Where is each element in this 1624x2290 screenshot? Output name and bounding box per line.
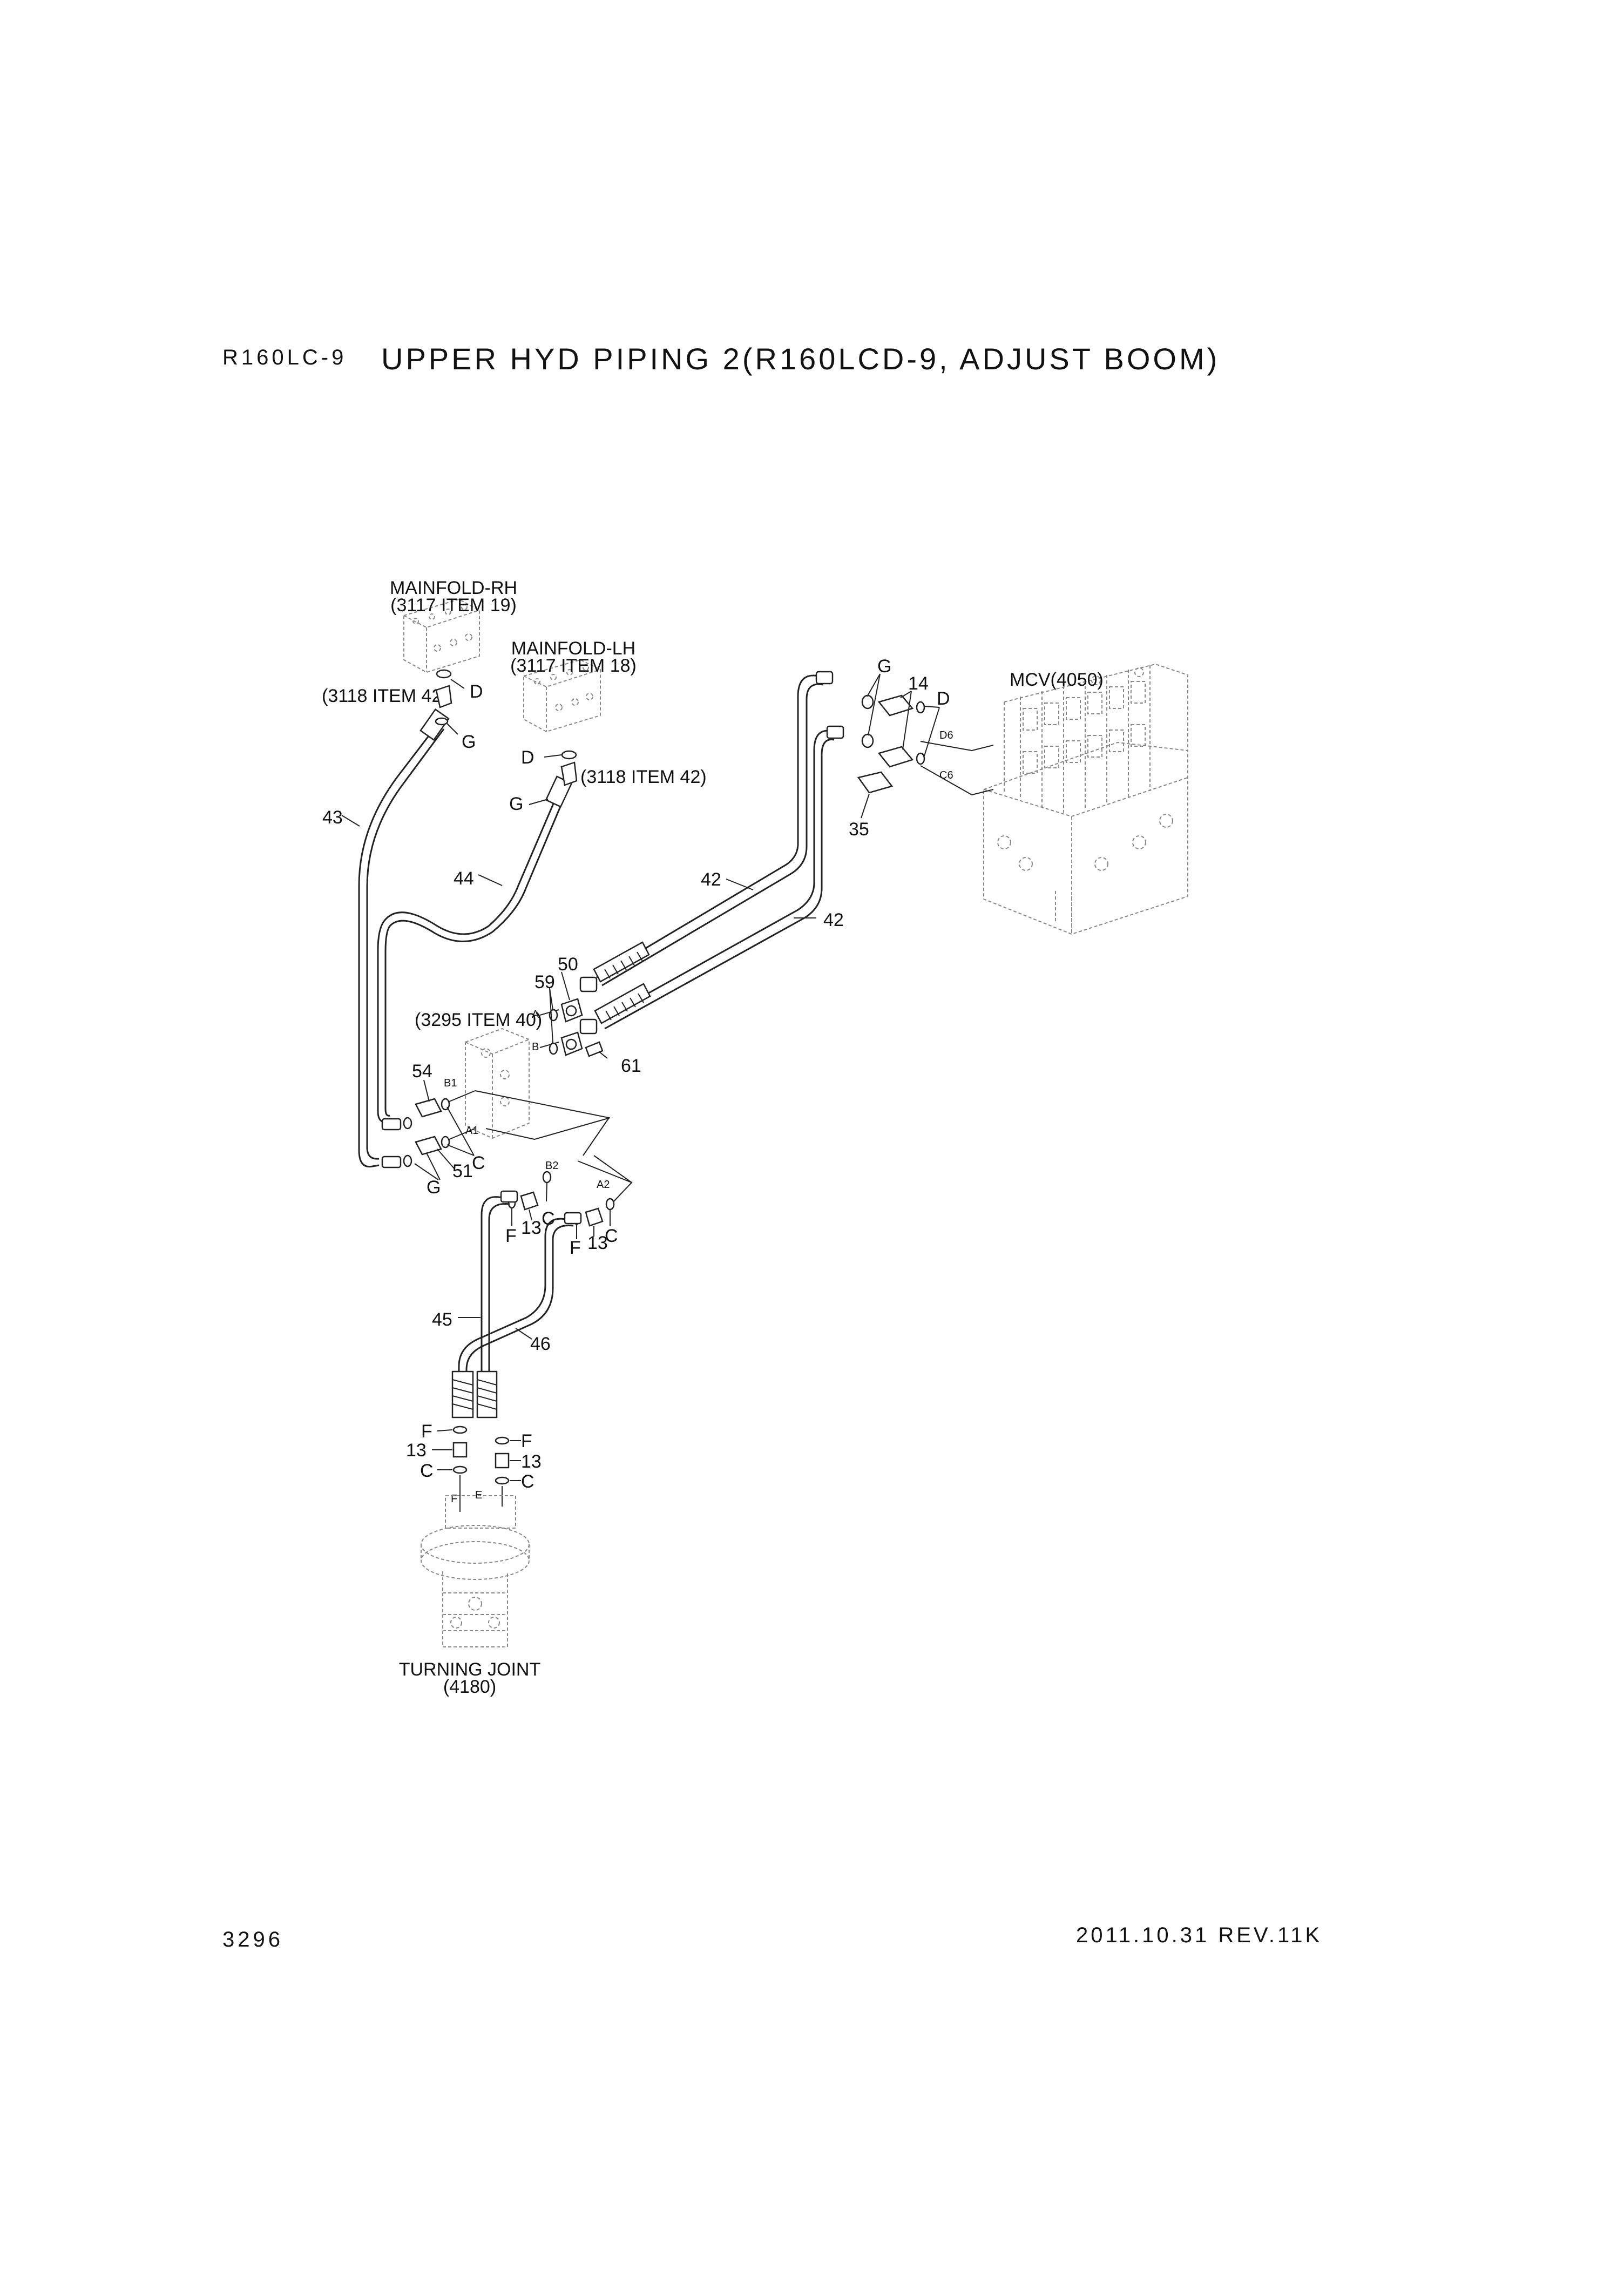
port-label-c6: C6 — [939, 769, 953, 781]
hose-46 — [458, 1212, 582, 1372]
turning-joint-ref: (4180) — [443, 1677, 496, 1697]
seal-letter-c: C — [472, 1153, 485, 1173]
part-number-59: 59 — [534, 972, 555, 992]
revision-date: 2011.10.31 REV.11K — [1076, 1923, 1323, 1947]
hose-44 — [377, 775, 573, 1124]
o-ring-g-rh — [435, 717, 449, 726]
hose-43 — [358, 708, 450, 1168]
seal-letter-d: D — [470, 681, 483, 702]
hose-end-fitting — [815, 671, 834, 685]
item42-ref-rh: (3118 ITEM 42) — [322, 686, 448, 706]
hose-end-fitting — [579, 1018, 598, 1035]
page-title: UPPER HYD PIPING 2(R160LCD-9, ADJUST BOO… — [381, 342, 1220, 376]
part-number-45: 45 — [432, 1309, 452, 1330]
part-number-42: 42 — [823, 910, 844, 930]
part-number-35: 35 — [849, 819, 869, 840]
hose-end-fitting — [579, 976, 598, 992]
seal-letter-f: F — [521, 1431, 532, 1451]
seal-letter-c: C — [521, 1471, 534, 1492]
seal-letter-d: D — [521, 747, 534, 768]
part-number-54: 54 — [412, 1061, 432, 1082]
part-number-13: 13 — [521, 1218, 542, 1238]
hose-ends-bottom — [451, 1370, 498, 1418]
manifold-lh-label: MAINFOLD-LH — [511, 638, 635, 659]
o-ring-d-rh — [436, 669, 452, 679]
manifold-rh-ref: (3117 ITEM 19) — [390, 595, 517, 616]
part-number-42: 42 — [701, 869, 721, 890]
seal-letter-g: G — [427, 1177, 441, 1198]
seal-letter-f: F — [421, 1421, 432, 1442]
hose-end-fitting — [826, 725, 844, 739]
port-label-d6: D6 — [939, 729, 953, 741]
model-code: R160LC-9 — [222, 346, 347, 369]
manifold-lh-ref: (3117 ITEM 18) — [510, 656, 637, 676]
block-fittings — [381, 1090, 476, 1168]
seal-letter-g: G — [509, 794, 523, 814]
part-number-43: 43 — [322, 807, 343, 828]
crimp-sleeve — [593, 941, 651, 1024]
part-number-46: 46 — [530, 1334, 551, 1354]
seal-letter-g: G — [877, 656, 891, 677]
hose-45 — [481, 1190, 518, 1372]
mcv-label: MCV(4050) — [1010, 670, 1104, 690]
part-number-61: 61 — [621, 1056, 641, 1076]
port-label-b2: B2 — [545, 1160, 558, 1172]
port-label-a: A — [532, 1009, 539, 1021]
port-label-a1: A1 — [465, 1125, 478, 1137]
seal-letter-c: C — [420, 1461, 434, 1481]
port-label-b: B — [532, 1041, 539, 1053]
seal-letter-f: F — [505, 1226, 517, 1246]
distribution-block — [465, 1028, 530, 1139]
hose-42-pair — [579, 671, 844, 1035]
seal-letter-g: G — [462, 732, 476, 752]
port-label-f: F — [451, 1493, 457, 1505]
manifold-rh-block — [403, 598, 480, 673]
turning-joint-fittings — [452, 1426, 510, 1485]
seal-letter-c: C — [605, 1226, 618, 1246]
mcv-valve-block — [983, 663, 1188, 935]
fitting-lh — [560, 761, 578, 786]
part-number-14: 14 — [908, 673, 929, 694]
part-number-50: 50 — [558, 954, 578, 975]
seal-letter-f: F — [570, 1238, 581, 1258]
part-number-13: 13 — [406, 1440, 427, 1461]
part-number-13: 13 — [521, 1451, 542, 1472]
part-number-51: 51 — [452, 1161, 473, 1181]
seal-letter-d: D — [937, 688, 950, 709]
part-number-13: 13 — [587, 1233, 608, 1253]
port-label-b1: B1 — [444, 1077, 457, 1089]
mcv-connectors — [857, 694, 994, 795]
port-label-a2: A2 — [597, 1179, 610, 1191]
turning-joint-body — [421, 1495, 530, 1647]
o-ring-d-lh — [561, 750, 577, 760]
page-number: 3296 — [222, 1928, 283, 1951]
part-number-44: 44 — [454, 868, 474, 889]
fitting-rh — [435, 685, 452, 708]
item42-ref-lh: (3118 ITEM 42) — [580, 767, 707, 787]
block-ref-label: (3295 ITEM 40) — [415, 1010, 542, 1030]
turning-joint-label: TURNING JOINT — [399, 1659, 541, 1680]
manifold-rh-label: MAINFOLD-RH — [390, 578, 517, 598]
manifold-lh-block — [523, 659, 601, 733]
